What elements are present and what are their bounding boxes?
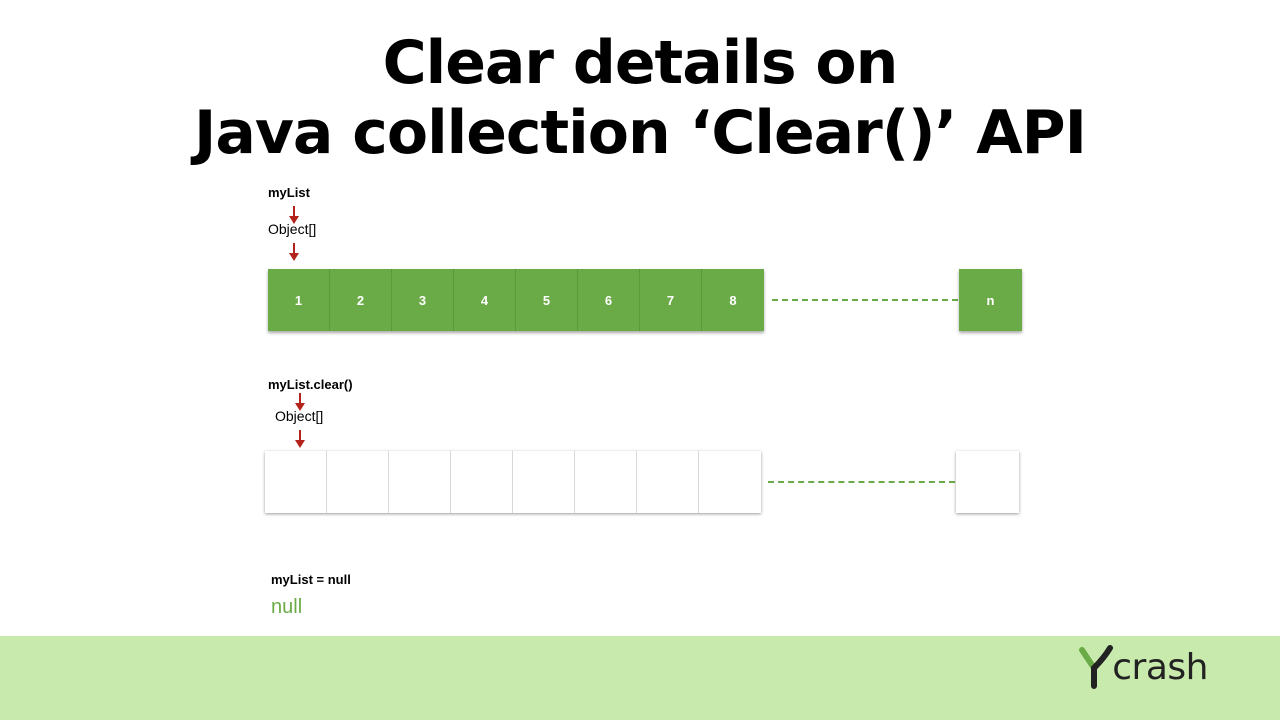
down-arrow-icon: [295, 430, 305, 448]
object-array-label: Object[]: [275, 408, 324, 424]
array-empty: [265, 451, 761, 513]
array-filled: 1 2 3 4 5 6 7 8: [268, 269, 764, 331]
null-value: null: [271, 596, 303, 618]
array-cell: 6: [578, 269, 640, 331]
mylist-label: myList: [268, 185, 310, 200]
down-arrow-icon: [295, 393, 305, 411]
down-arrow-icon: [289, 206, 299, 224]
array-cell-n-empty: [956, 451, 1019, 513]
array-cell: 4: [454, 269, 516, 331]
down-arrow-icon: [289, 243, 299, 261]
ycrash-y-icon: [1079, 645, 1114, 689]
array-cell-empty: [389, 451, 451, 513]
array-cell: 1: [268, 269, 330, 331]
array-cell: 5: [516, 269, 578, 331]
footer-band: [0, 636, 1280, 720]
array-cell-empty: [637, 451, 699, 513]
array-cell: 3: [392, 269, 454, 331]
object-array-label: Object[]: [268, 221, 317, 237]
array-cell-empty: [575, 451, 637, 513]
array-cell-empty: [265, 451, 327, 513]
mylist-clear-label: myList.clear(): [268, 377, 353, 392]
title-line-1: Clear details on: [382, 28, 899, 98]
array-cell: 2: [330, 269, 392, 331]
array-cell-empty: [327, 451, 389, 513]
array-cell: 7: [640, 269, 702, 331]
title-line-2: Java collection ‘Clear()’ API: [194, 98, 1087, 168]
dashed-connector: [772, 299, 958, 301]
array-cell-empty: [451, 451, 513, 513]
logo-text: crash: [1112, 647, 1208, 688]
array-cell-empty: [699, 451, 761, 513]
array-cell-n: n: [959, 269, 1022, 331]
ycrash-logo: crash: [1078, 644, 1208, 690]
mylist-null-label: myList = null: [271, 572, 351, 587]
dashed-connector: [768, 481, 955, 483]
array-cell-empty: [513, 451, 575, 513]
array-cell: 8: [702, 269, 764, 331]
